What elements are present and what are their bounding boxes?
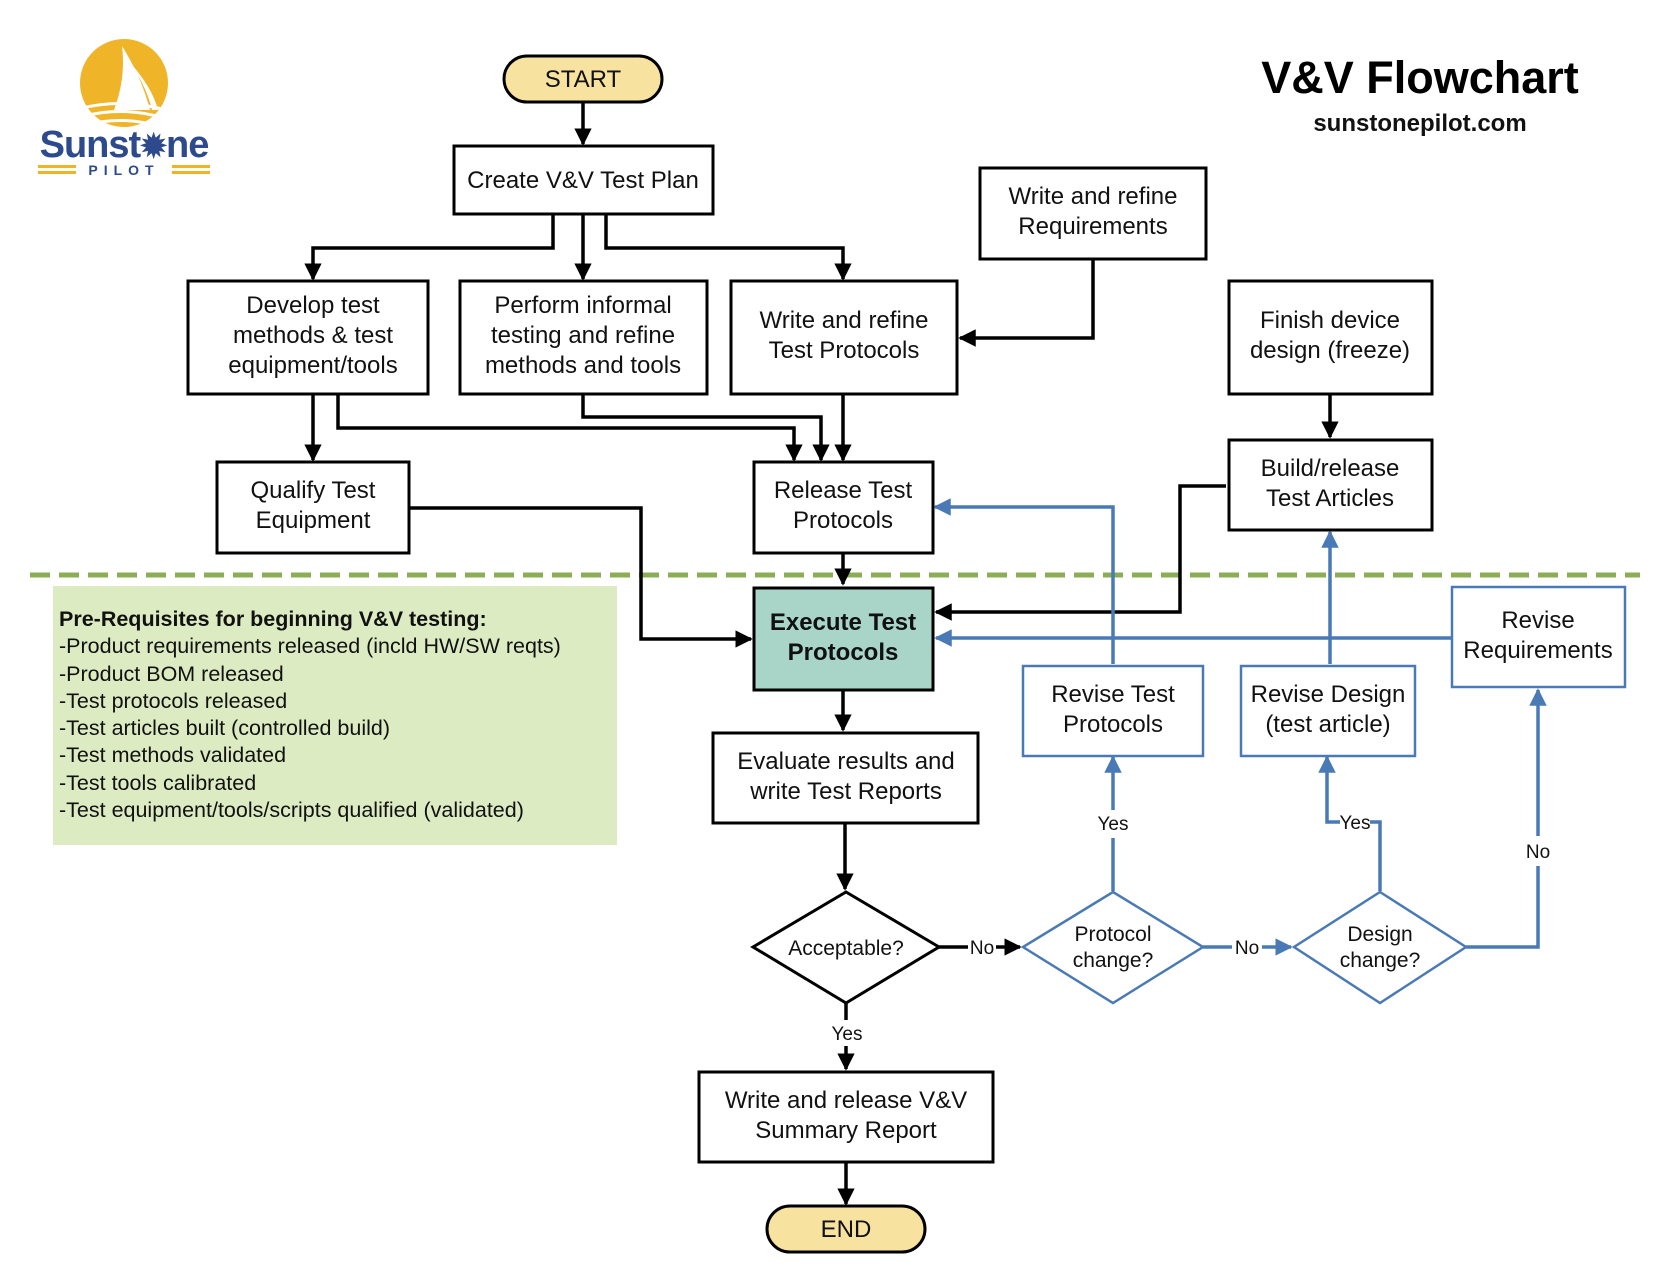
revise-requirements-label-line1: Revise: [1501, 607, 1574, 634]
summary-report-label-line1: Write and release V&V: [725, 1087, 967, 1114]
release-protocols-label-line1: Release Test: [774, 477, 913, 504]
informal-testing-label-line2: testing and refine: [491, 322, 675, 349]
prerequisite-item: -Test articles built (controlled build): [59, 716, 390, 741]
acceptable-no-label: No: [970, 938, 994, 959]
ship-wheel-icon: ✹: [140, 128, 167, 164]
design-change-label-line2: change?: [1340, 949, 1421, 972]
revise-requirements-label-line2: Requirements: [1463, 637, 1612, 664]
write-requirements-box[interactable]: Write and refine Requirements: [978, 166, 1208, 261]
build-articles-label-line1: Build/release: [1261, 455, 1400, 482]
edge-revise-protocols-to-release: [933, 498, 1115, 664]
sailboat-sun-icon: [38, 39, 210, 174]
evaluate-results-label-line1: Evaluate results and: [737, 748, 954, 775]
evaluate-results-box[interactable]: Evaluate results and write Test Reports: [711, 731, 980, 825]
prerequisite-item: -Test tools calibrated: [59, 770, 257, 795]
create-test-plan-label: Create V&V Test Plan: [467, 167, 699, 194]
design-change-label-line1: Design: [1347, 923, 1412, 946]
start-terminal[interactable]: START: [502, 54, 664, 104]
prerequisites-heading: Pre-Requisites for beginning V&V testing…: [59, 607, 487, 631]
prerequisite-item: -Product BOM released: [59, 661, 284, 686]
qualify-equipment-label-line2: Equipment: [256, 507, 371, 534]
protocol-no-label: No: [1235, 938, 1259, 959]
release-protocols-label-line2: Protocols: [793, 507, 893, 534]
write-protocols-box[interactable]: Write and refine Test Protocols: [729, 279, 959, 396]
execute-protocols-label-line1: Execute Test: [770, 609, 916, 636]
revise-design-label-line2: (test article): [1265, 711, 1390, 738]
build-articles-label-line2: Test Articles: [1266, 485, 1394, 512]
end-terminal[interactable]: END: [765, 1204, 927, 1254]
page-title: V&V Flowchart: [1261, 52, 1579, 103]
edge-requirements-to-protocols: [958, 259, 1095, 347]
acceptable-label: Acceptable?: [788, 937, 904, 960]
write-protocols-label-line2: Test Protocols: [769, 337, 920, 364]
prerequisite-item: -Test equipment/tools/scripts qualified …: [59, 798, 524, 823]
summary-report-label-line2: Summary Report: [755, 1117, 937, 1144]
develop-methods-label-line2: methods & test: [233, 322, 393, 349]
prerequisites-box: Pre-Requisites for beginning V&V testing…: [53, 586, 617, 845]
prerequisite-item: -Test protocols released: [59, 688, 288, 713]
website-label: sunstonepilot.com: [1313, 110, 1527, 137]
develop-methods-label-line1: Develop test: [246, 292, 380, 319]
prerequisite-item: -Test methods validated: [59, 743, 287, 768]
edge-informal-to-release: [581, 394, 830, 462]
edge-design-yes-arrow: [1318, 755, 1340, 824]
execute-protocols-label-line2: Protocols: [788, 639, 899, 666]
protocol-change-decision[interactable]: Protocol change?: [1020, 890, 1206, 1005]
protocol-yes-label: Yes: [1098, 814, 1129, 835]
finish-design-label-line1: Finish device: [1260, 307, 1400, 334]
acceptable-decision[interactable]: Acceptable?: [750, 890, 942, 1005]
qualify-equipment-label-line1: Qualify Test: [251, 477, 376, 504]
revise-protocols-box[interactable]: Revise Test Protocols: [1021, 664, 1205, 758]
edge-develop-to-release: [336, 394, 803, 462]
write-requirements-label-line2: Requirements: [1018, 213, 1167, 240]
finish-design-label-line2: design (freeze): [1250, 337, 1410, 364]
design-change-decision[interactable]: Design change?: [1291, 890, 1469, 1005]
protocol-change-label-line1: Protocol: [1074, 923, 1151, 946]
create-test-plan-box[interactable]: Create V&V Test Plan: [452, 144, 715, 216]
develop-methods-label-line3: equipment/tools: [228, 352, 397, 379]
revise-protocols-label-line1: Revise Test: [1051, 681, 1175, 708]
informal-testing-box[interactable]: Perform informal testing and refine meth…: [458, 279, 709, 396]
design-no-label: No: [1526, 842, 1550, 863]
release-protocols-box[interactable]: Release Test Protocols: [752, 460, 935, 555]
revise-protocols-label-line2: Protocols: [1063, 711, 1163, 738]
qualify-equipment-box[interactable]: Qualify Test Equipment: [215, 460, 411, 555]
prerequisite-item: -Product requirements released (incld HW…: [59, 634, 561, 659]
summary-report-box[interactable]: Write and release V&V Summary Report: [697, 1070, 995, 1164]
finish-design-box[interactable]: Finish device design (freeze): [1227, 279, 1434, 396]
informal-testing-label-line1: Perform informal: [494, 292, 671, 319]
evaluate-results-label-line2: write Test Reports: [749, 778, 942, 805]
execute-protocols-box[interactable]: Execute Test Protocols: [752, 586, 935, 692]
logo-tagline: PILOT: [88, 162, 160, 178]
write-requirements-label-line1: Write and refine: [1009, 183, 1178, 210]
edge-design-yes-line: [1370, 820, 1382, 891]
start-label: START: [545, 66, 622, 93]
develop-methods-box[interactable]: Develop test methods & test equipment/to…: [186, 279, 430, 396]
edge-design-no-line: [1466, 866, 1540, 949]
sunstone-pilot-logo: Sunst✹ne PILOT: [34, 38, 214, 188]
protocol-change-label-line2: change?: [1073, 949, 1154, 972]
write-protocols-label-line1: Write and refine: [760, 307, 929, 334]
end-label: END: [821, 1216, 872, 1243]
edge-qualify-to-execute: [409, 506, 753, 648]
build-articles-box[interactable]: Build/release Test Articles: [1227, 438, 1434, 532]
informal-testing-label-line3: methods and tools: [485, 352, 681, 379]
edge-plan-to-protocols: [604, 214, 852, 281]
edge-build-to-execute: [934, 484, 1226, 621]
logo-wordmark: Sunst✹ne: [39, 124, 210, 166]
revise-design-label-line1: Revise Design: [1251, 681, 1406, 708]
revise-design-box[interactable]: Revise Design (test article): [1239, 664, 1417, 758]
design-yes-label: Yes: [1340, 813, 1371, 834]
revise-requirements-box[interactable]: Revise Requirements: [1450, 585, 1627, 689]
acceptable-yes-label: Yes: [832, 1024, 863, 1045]
edge-plan-to-develop: [304, 214, 555, 281]
